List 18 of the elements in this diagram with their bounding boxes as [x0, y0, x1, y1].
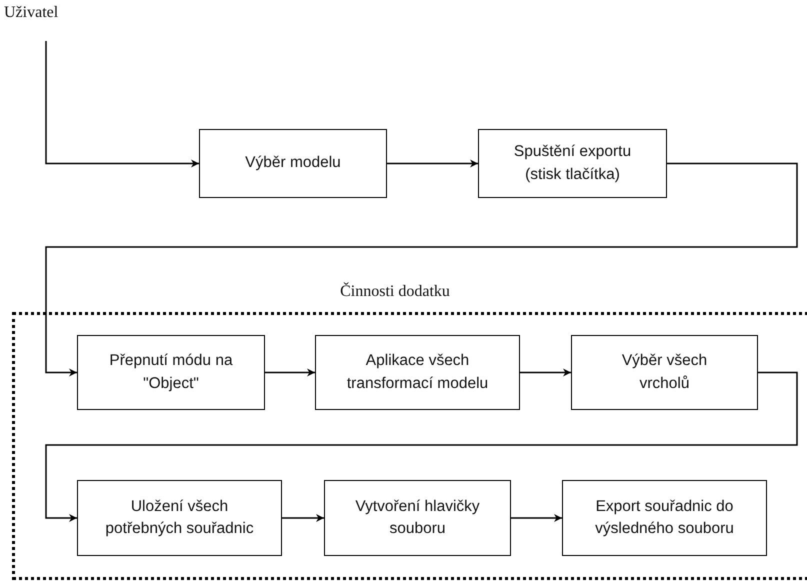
arrow [45, 162, 798, 376]
arrow [45, 41, 199, 168]
arrow [387, 160, 478, 168]
process-box: Export souřadnic do výsledného souboru [562, 480, 767, 556]
arrow [520, 368, 571, 376]
process-box: Aplikace všech transformací modelu [315, 335, 520, 410]
process-box: Uložení všech potřebných souřadnic [77, 480, 282, 556]
arrow [282, 514, 324, 522]
actor-label: Uživatel [4, 4, 58, 22]
arrow [511, 514, 562, 522]
process-box: Výběr modelu [199, 129, 387, 198]
process-box: Spuštění exportu (stisk tlačítka) [478, 129, 667, 198]
process-box: Přepnutí módu na "Object" [77, 335, 265, 410]
process-box: Vytvoření hlavičky souboru [324, 480, 511, 556]
group-heading: Činnosti dodatku [339, 283, 451, 301]
arrow [265, 368, 315, 376]
arrow [45, 372, 798, 522]
process-box: Výběr všech vrcholů [571, 335, 758, 410]
